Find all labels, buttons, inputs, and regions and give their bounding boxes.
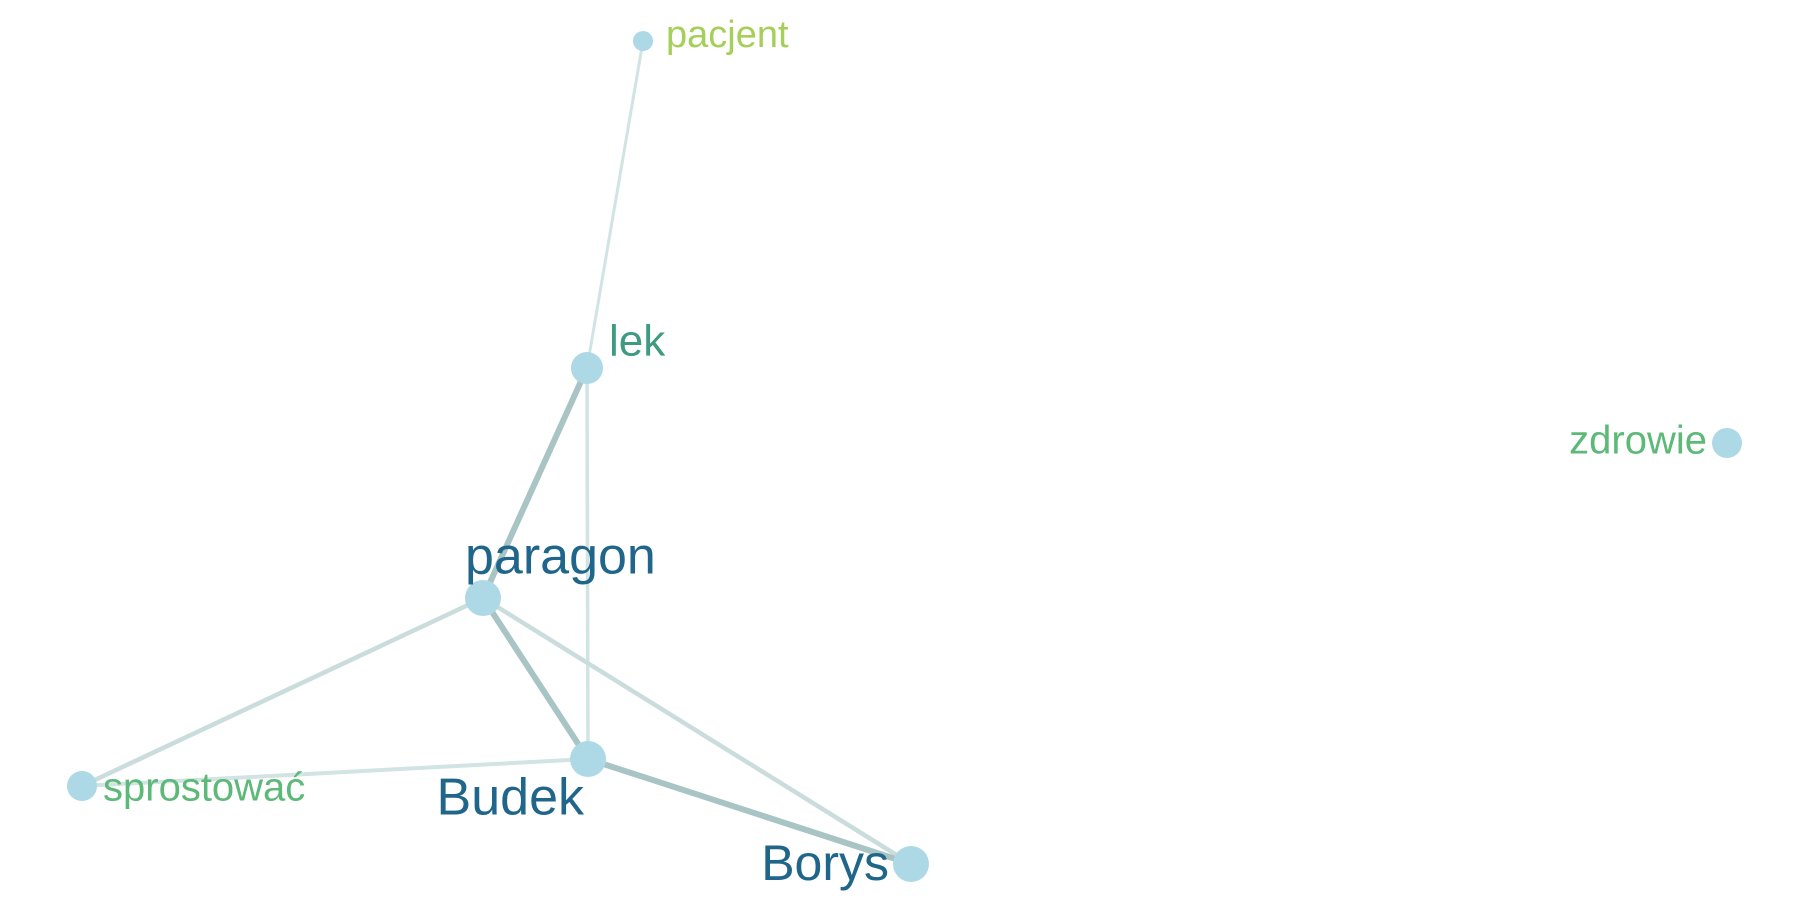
node-label-paragon: paragon <box>465 528 656 586</box>
edge-budek-borys <box>585 756 914 867</box>
node-label-pacjent: pacjent <box>666 14 789 56</box>
node-label-borys: Borys <box>761 835 889 891</box>
node-lek[interactable] <box>571 352 603 384</box>
edge-paragon-sprostowac <box>79 595 486 789</box>
edge-sprostowac-budek <box>80 757 590 788</box>
node-zdrowie[interactable] <box>1712 428 1742 458</box>
edge-lek-budek <box>585 366 590 761</box>
nodes-layer <box>67 31 1742 882</box>
edge-lek-paragon <box>480 365 590 601</box>
edges-layer <box>79 39 914 867</box>
node-budek[interactable] <box>570 741 606 777</box>
edge-paragon-budek <box>480 595 591 762</box>
node-label-budek: Budek <box>437 769 585 827</box>
node-sprostowac[interactable] <box>67 771 97 801</box>
node-label-zdrowie: zdrowie <box>1569 419 1707 463</box>
node-paragon[interactable] <box>465 580 501 616</box>
node-pacjent[interactable] <box>633 31 653 51</box>
edge-pacjent-lek <box>585 39 645 370</box>
node-label-lek: lek <box>609 317 666 366</box>
labels-layer: pacjent lek zdrowie paragon sprostować BudekB… <box>103 14 1707 891</box>
node-borys[interactable] <box>893 846 929 882</box>
edge-paragon-borys <box>480 595 914 867</box>
node-label-sprostowac: sprostować <box>103 766 305 810</box>
